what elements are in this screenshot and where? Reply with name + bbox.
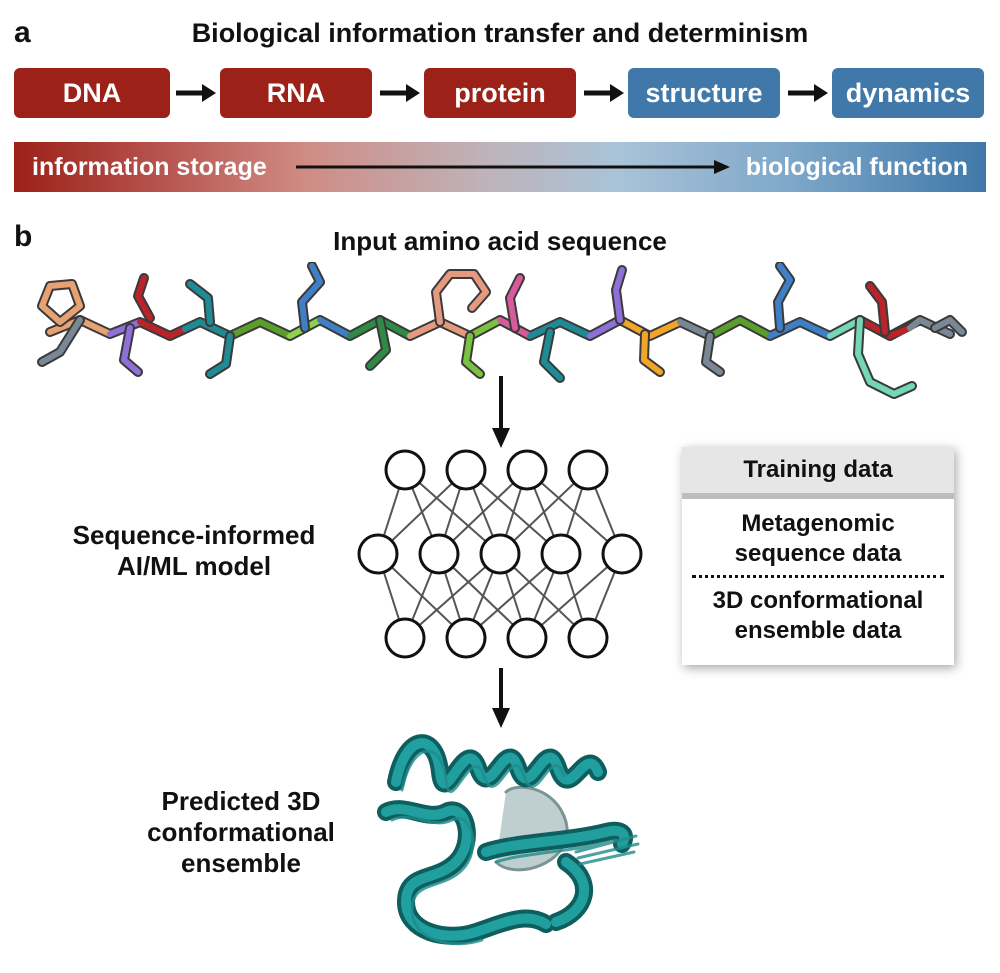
flow-arrow-icon — [788, 84, 828, 102]
flow-arrow-icon — [584, 84, 624, 102]
gradient-arrow-icon — [296, 160, 730, 174]
training-item-metagenomic-line1: Metagenomic — [741, 510, 895, 537]
neural-network-diagram — [357, 449, 643, 659]
protein-ensemble-graphic — [377, 734, 640, 946]
flow-box-protein-label: protein — [454, 77, 546, 108]
ensemble-label-line1: Predicted 3D — [161, 786, 321, 816]
flow-box-protein: protein — [424, 68, 576, 118]
ensemble-label-line2: conformational — [147, 817, 335, 847]
panel-letter-b: b — [14, 220, 33, 253]
model-label-line2: AI/ML model — [116, 551, 272, 581]
flow-arrow-icon — [176, 84, 216, 102]
training-divider — [692, 575, 944, 578]
flow-box-dna-label: DNA — [62, 77, 122, 108]
flow-box-rna: RNA — [220, 68, 372, 118]
ensemble-label-line3: ensemble — [181, 848, 301, 878]
training-item-metagenomic: Metagenomic sequence data — [682, 509, 954, 569]
training-data-box: Training data Metagenomic sequence data … — [682, 447, 954, 665]
flow-box-dna: DNA — [14, 68, 170, 118]
down-arrow-icon — [492, 376, 510, 448]
flow-box-dynamics: dynamics — [832, 68, 984, 118]
training-item-metagenomic-line2: sequence data — [734, 540, 902, 567]
sequence-title: Input amino acid sequence — [333, 226, 667, 256]
gradient-right-label: biological function — [745, 153, 968, 181]
amino-acid-sequence-graphic — [37, 262, 967, 399]
down-arrow-icon — [492, 668, 510, 728]
model-label: Sequence-informed AI/ML model — [44, 520, 344, 582]
ensemble-label: Predicted 3D conformational ensemble — [96, 786, 386, 879]
flow-box-rna-label: RNA — [266, 77, 326, 108]
panel-a-title: Biological information transfer and dete… — [191, 18, 809, 48]
gradient-left-label: information storage — [32, 153, 267, 181]
training-item-ensemble-line2: ensemble data — [734, 617, 902, 644]
training-item-ensemble-line1: 3D conformational — [712, 587, 924, 614]
training-data-header: Training data — [682, 447, 954, 499]
information-gradient-bar: information storage biological function — [14, 142, 986, 192]
flow-arrow-icon — [380, 84, 420, 102]
flow-box-structure-label: structure — [645, 77, 763, 108]
flow-box-structure: structure — [628, 68, 780, 118]
panel-letter-a: a — [14, 16, 31, 49]
training-item-ensemble: 3D conformational ensemble data — [682, 586, 954, 646]
flow-box-dynamics-label: dynamics — [845, 77, 971, 108]
model-label-line1: Sequence-informed — [72, 520, 316, 550]
